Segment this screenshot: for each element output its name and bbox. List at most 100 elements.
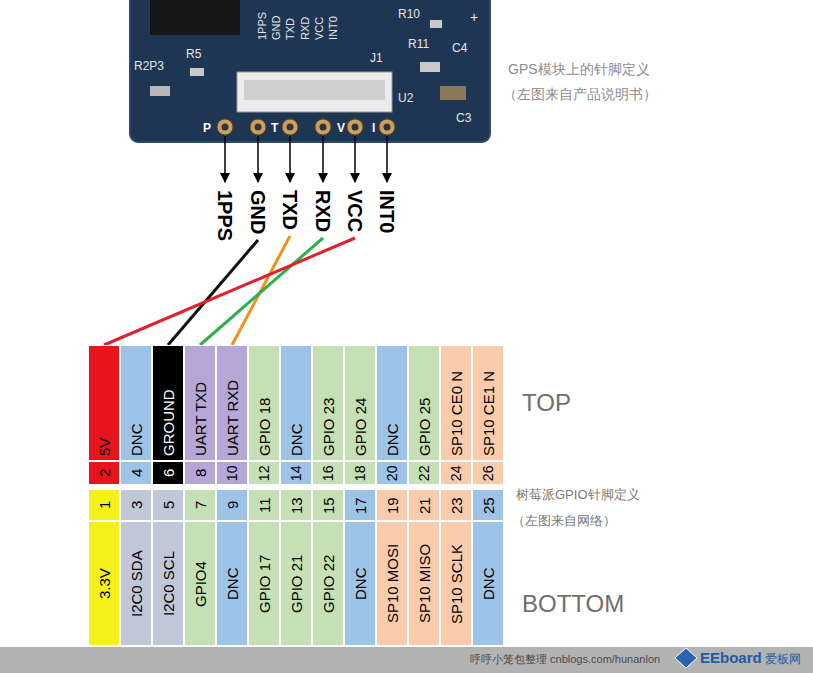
resistor-symbol bbox=[190, 68, 204, 76]
gpio-pin-cell: 22GPIO 25 bbox=[408, 345, 440, 485]
pin-number: 4 bbox=[129, 469, 144, 477]
gpio-pin-cell: 24 SP10 CE0 N bbox=[440, 345, 472, 485]
wire bbox=[168, 240, 258, 345]
leader-arrow bbox=[224, 136, 226, 182]
pin-hole bbox=[255, 124, 262, 131]
connector-slot bbox=[244, 80, 385, 100]
label-text: 爱板网 bbox=[765, 653, 801, 665]
label-text: C4 bbox=[452, 42, 467, 54]
leader-arrow bbox=[289, 136, 291, 182]
pin-number: 9 bbox=[225, 501, 240, 509]
gpio-pin-cell: 7GPIO4 bbox=[184, 489, 216, 646]
pin-name: 5V bbox=[97, 438, 112, 456]
pin-separator bbox=[377, 520, 407, 522]
label-text: C3 bbox=[456, 112, 471, 124]
label-text: VCC bbox=[314, 17, 325, 40]
pin-pad bbox=[347, 119, 363, 135]
logo-icon bbox=[675, 648, 697, 668]
pin-name: GROUND bbox=[161, 389, 176, 456]
pin-name: I2C0 SDA bbox=[129, 550, 144, 617]
leader-arrow bbox=[322, 136, 324, 182]
pin-name: GPIO 21 bbox=[289, 554, 304, 612]
pin-separator bbox=[89, 460, 119, 462]
footer-bar bbox=[0, 647, 813, 673]
pin-separator bbox=[313, 520, 343, 522]
gpio-pin-cell: 12GPIO 18 bbox=[248, 345, 280, 485]
gps-board bbox=[130, 0, 490, 142]
pin-separator bbox=[217, 460, 247, 462]
gpio-pin-cell: 8UART TXD bbox=[184, 345, 216, 485]
signal-name: VCC bbox=[345, 190, 365, 232]
label-text: 呼呼小笼包整理 cnblogs.com/hunanlon bbox=[470, 654, 660, 665]
gpio-pin-cell: 20 DNC bbox=[376, 345, 408, 485]
leader-arrow bbox=[386, 136, 388, 182]
gpio-pin-cell: 14 DNC bbox=[280, 345, 312, 485]
pin-hole bbox=[320, 124, 327, 131]
chip bbox=[150, 0, 240, 35]
pin-pad bbox=[315, 119, 331, 135]
pin-pad bbox=[379, 119, 395, 135]
gps-pin-label: 1PPS bbox=[210, 188, 240, 247]
gps-pin-label: VCC bbox=[340, 188, 370, 238]
pin-name: SP10 CE0 N bbox=[449, 371, 464, 456]
pin-name: DNC bbox=[289, 424, 304, 457]
label-text: T bbox=[271, 122, 278, 134]
pin-number: 26 bbox=[481, 465, 495, 481]
pin-separator bbox=[249, 520, 279, 522]
pin-number: 25 bbox=[481, 497, 496, 514]
pin-number: 24 bbox=[449, 465, 463, 481]
pin-number: 21 bbox=[417, 497, 432, 514]
wire bbox=[104, 238, 355, 345]
pin-separator bbox=[217, 520, 247, 522]
pin-number: 5 bbox=[161, 501, 176, 509]
pin-separator bbox=[441, 460, 471, 462]
pin-separator bbox=[281, 520, 311, 522]
pin-name: DNC bbox=[481, 568, 496, 601]
pin-separator bbox=[249, 460, 279, 462]
gpio-pin-cell: 26SP10 CE1 N bbox=[472, 345, 504, 485]
gps-pin-label: GND bbox=[243, 188, 273, 240]
pin-name: DNC bbox=[129, 424, 144, 457]
label-text: EEboard bbox=[700, 650, 762, 665]
pin-number: 16 bbox=[321, 465, 335, 481]
pin-number: 14 bbox=[289, 465, 303, 481]
pin-number: 2 bbox=[97, 469, 112, 477]
label-text: BOTTOM bbox=[522, 592, 624, 616]
pin-name: UART TXD bbox=[193, 382, 208, 456]
label-text: V bbox=[337, 122, 345, 134]
label-text: （左图来自网络） bbox=[512, 514, 616, 527]
pin-hole bbox=[352, 124, 359, 131]
pin-hole bbox=[287, 124, 294, 131]
pin-separator bbox=[313, 460, 343, 462]
gpio-pin-cell: 10UART RXD bbox=[216, 345, 248, 485]
pin-number: 19 bbox=[385, 497, 400, 514]
gps-pin-label: INT0 bbox=[372, 188, 402, 239]
pin-number: 23 bbox=[449, 497, 464, 514]
pin-separator bbox=[185, 520, 215, 522]
pin-separator bbox=[153, 460, 183, 462]
pin-name: GPIO 17 bbox=[257, 554, 272, 612]
label-text: GND bbox=[271, 16, 282, 40]
gpio-pin-cell: 16GPIO 23 bbox=[312, 345, 344, 485]
pin-pad bbox=[250, 119, 266, 135]
label-text: R5 bbox=[186, 48, 201, 60]
label-text: I bbox=[372, 122, 375, 134]
pin-number: 10 bbox=[225, 465, 239, 481]
gpio-pin-cell: 25DNC bbox=[472, 489, 504, 646]
wire bbox=[200, 238, 323, 345]
pin-name: I2C0 SCL bbox=[161, 551, 176, 616]
pin-name: GPIO 24 bbox=[353, 398, 368, 456]
gpio-pin-cell: 2 5V bbox=[88, 345, 120, 485]
pin-pads bbox=[217, 119, 395, 135]
pin-number: 20 bbox=[385, 465, 399, 481]
pin-name: DNC bbox=[385, 424, 400, 457]
pin-name: 3.3V bbox=[97, 568, 112, 599]
label-text: RXD bbox=[300, 17, 311, 40]
gpio-pin-cell: 13.3V bbox=[88, 489, 120, 646]
pin-number: 13 bbox=[289, 497, 304, 514]
leader-arrow bbox=[257, 136, 259, 182]
label-text: GPS模块上的针脚定义 bbox=[508, 62, 650, 76]
pin-number: 22 bbox=[417, 465, 431, 481]
gpio-pin-cell: 11GPIO 17 bbox=[248, 489, 280, 646]
